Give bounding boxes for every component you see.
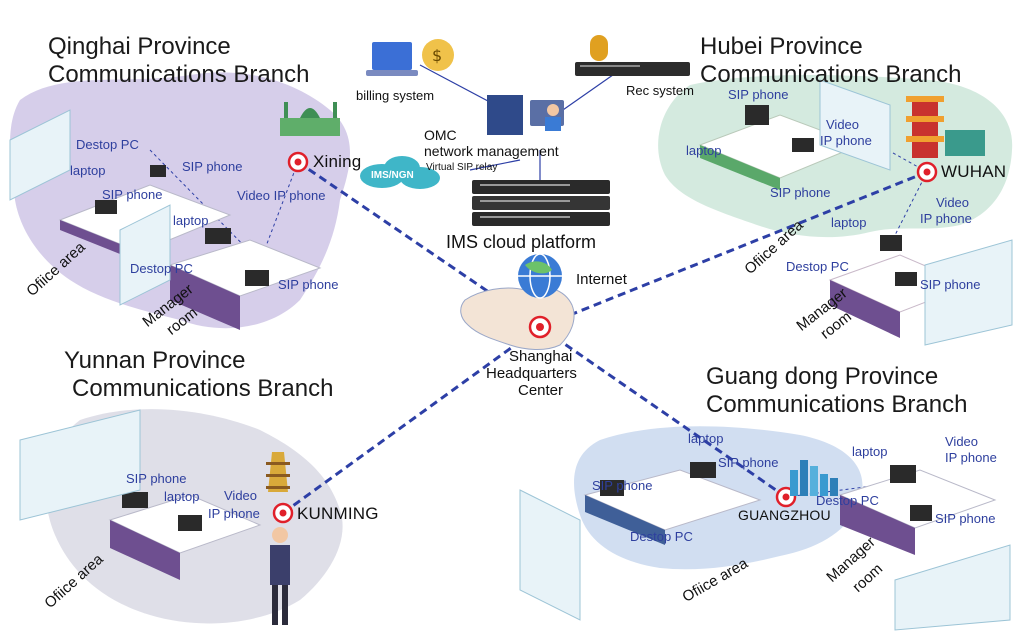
guangdong-device-label: SIP phone — [935, 511, 996, 526]
wan-links — [282, 160, 928, 515]
location-markers — [272, 151, 938, 524]
omc-label-line1: OMC — [424, 127, 457, 143]
link-guangzhou — [539, 325, 787, 499]
city-label-xining: Xining — [313, 152, 362, 171]
hq-label-line3: Center — [518, 382, 564, 399]
yunnan-device-label: IP phone — [208, 506, 260, 521]
guangdong-office-desks — [583, 462, 997, 555]
qinghai-device-label: laptop — [173, 213, 209, 228]
hubei-title-line1: Hubei Province — [700, 33, 863, 60]
hubei-glass-partitions — [819, 79, 1013, 346]
yunnan-title-line2: Communications Branch — [72, 375, 334, 402]
guangdong-device-label: laptop — [688, 431, 724, 446]
guangdong-device-label: Video — [945, 434, 979, 449]
hubei-device-label: laptop — [831, 215, 867, 230]
hubei-device-label: SIP phone — [770, 185, 831, 200]
virtual-sip-relay-label: Virtual SIP relay — [426, 162, 498, 173]
qinghai-device-label: laptop — [70, 163, 106, 178]
landmark-icon-guangzhou — [790, 460, 838, 496]
qinghai-title-line1: Qinghai Province — [48, 33, 231, 60]
guangdong-device-label: SIP phone — [592, 478, 653, 493]
qinghai-title-line2: Communications Branch — [48, 61, 310, 88]
hq-label-line1: Shanghai — [509, 348, 573, 365]
city-label-kunming: KUNMING — [297, 504, 379, 523]
hubei-device-label: SIP phone — [728, 87, 789, 102]
qinghai-device-label: Destop PC — [76, 137, 139, 152]
yunnan-device-label: SIP phone — [126, 471, 187, 486]
qinghai-device-label: SIP phone — [278, 277, 339, 292]
guangdong-device-label: Destop PC — [816, 493, 879, 508]
guangdong-title-line2: Communications Branch — [706, 391, 968, 418]
cloud-icon — [360, 156, 440, 189]
hubei-device-label: Video — [936, 195, 970, 210]
yunnan-title-line1: Yunnan Province — [64, 347, 246, 374]
yunnan-device-label: laptop — [164, 489, 200, 504]
hubei-device-label: IP phone — [920, 211, 972, 226]
guangdong-title-line1: Guang dong Province — [706, 363, 939, 390]
billing-system-label: billing system — [356, 88, 435, 103]
hubei-device-label: Destop PC — [786, 259, 849, 274]
qinghai-device-label: SIP phone — [102, 187, 163, 202]
location-marker-wuhan — [916, 161, 938, 183]
hubei-device-label: SIP phone — [920, 277, 981, 292]
hubei-device-label: laptop — [686, 143, 722, 158]
guangdong-device-label: IP phone — [945, 450, 997, 465]
city-label-wuhan: WUHAN — [941, 162, 1007, 181]
landmark-icon-xining — [280, 102, 340, 136]
rec-system-label: Rec system — [626, 83, 694, 98]
location-marker-xining — [287, 151, 309, 173]
link-xining — [297, 160, 541, 329]
china-map-icon — [460, 286, 575, 350]
omc-workstation-icon — [487, 95, 564, 135]
rec-system-icon — [575, 35, 690, 76]
globe-icon — [518, 253, 562, 299]
hubei-device-label: Video — [826, 117, 860, 132]
hubei-device-label: IP phone — [820, 133, 872, 148]
ims-ngn-label: IMS/NGN — [371, 170, 414, 181]
hq-label-line2: Headquarters — [486, 365, 577, 382]
location-marker-kunming — [272, 502, 294, 524]
yunnan-office-desks — [108, 492, 262, 580]
billing-system-icon: $ — [366, 39, 454, 76]
ims-cloud-platform-label: IMS cloud platform — [446, 232, 597, 252]
qinghai-glass-partitions — [9, 109, 171, 306]
internet-label: Internet — [576, 271, 627, 288]
guangdong-device-label: laptop — [852, 444, 888, 459]
rack-server-icon — [472, 180, 610, 226]
city-label-guangzhou: GUANGZHOU — [738, 507, 831, 523]
hubei-title-line2: Communications Branch — [700, 61, 962, 88]
link-kunming — [282, 325, 541, 515]
yunnan-glass-partitions — [19, 409, 141, 521]
guangdong-device-label: Destop PC — [630, 529, 693, 544]
guangdong-glass-partitions — [519, 489, 1011, 631]
qinghai-device-label: Destop PC — [130, 261, 193, 276]
svg-text:$: $ — [432, 46, 442, 65]
yunnan-device-label: Video — [224, 488, 258, 503]
omc-label-line2: network management — [424, 143, 559, 159]
location-marker-shanghai — [528, 315, 552, 339]
link-wuhan — [539, 170, 928, 329]
guangdong-device-label: SIP phone — [718, 455, 779, 470]
kunming-presenter — [270, 527, 290, 625]
qinghai-device-label: Video IP phone — [237, 188, 326, 203]
landmark-icon-wuhan — [906, 96, 985, 158]
landmark-icon-kunming — [266, 452, 290, 492]
qinghai-device-label: SIP phone — [182, 159, 243, 174]
